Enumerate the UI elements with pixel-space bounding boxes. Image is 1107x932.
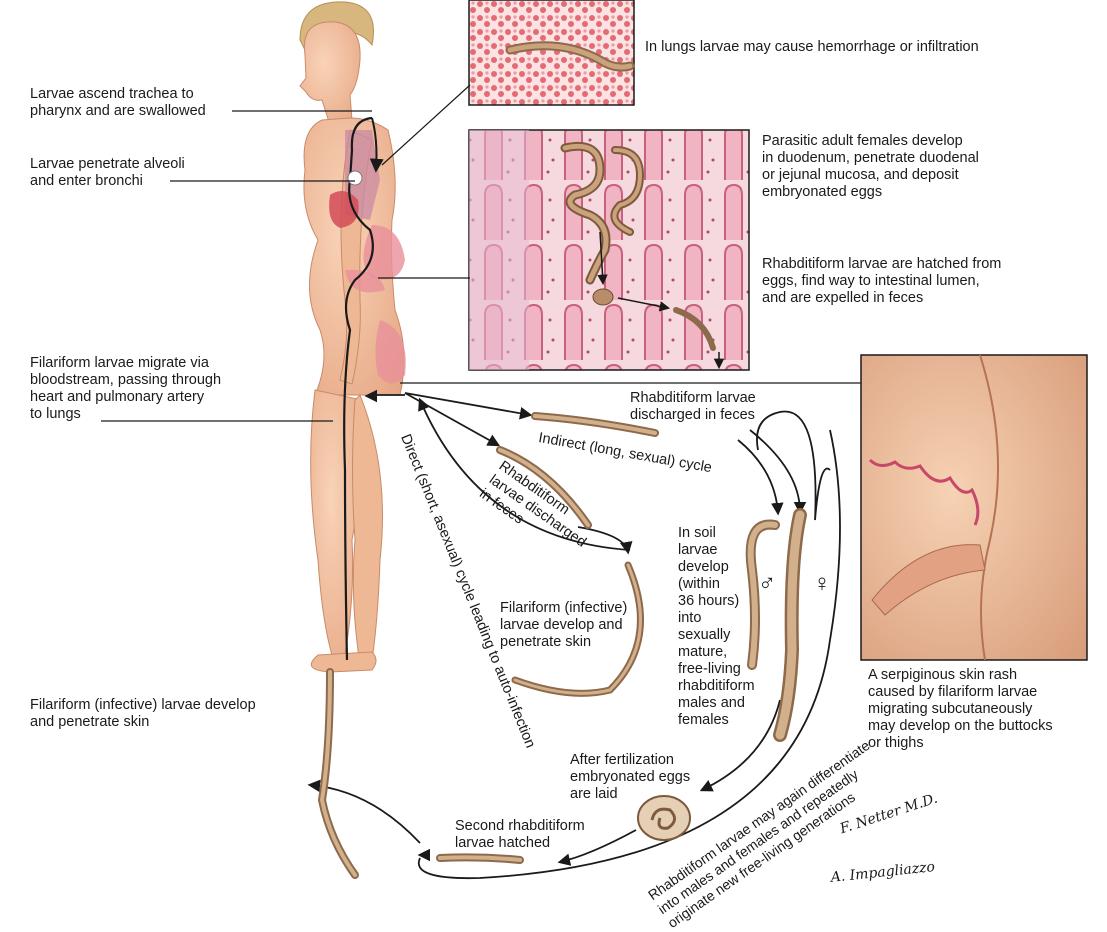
label-discharged-top: Rhabditiform larvae discharged in feces: [630, 390, 756, 423]
label-adult-females: Parasitic adult females develop in duode…: [762, 133, 979, 200]
illustration-layer: [101, 0, 1088, 880]
label-rhabditiform-hatched: Rhabditiform larvae are hatched from egg…: [762, 256, 1002, 306]
label-alveoli: Larvae penetrate alveoli and enter bronc…: [30, 156, 185, 189]
label-in-soil: In soil larvae develop (within 36 hours)…: [678, 525, 755, 728]
female-symbol: ♀: [813, 570, 831, 597]
lungs-inset: [468, 0, 635, 106]
strongyloides-life-cycle-diagram: Larvae ascend trachea to pharynx and are…: [30, 0, 1088, 931]
skin-rash-inset: [860, 354, 1088, 661]
label-skin-rash: A serpiginous skin rash caused by filari…: [868, 667, 1053, 751]
label-lungs-inset: In lungs larvae may cause hemorrhage or …: [645, 39, 979, 55]
label-trachea: Larvae ascend trachea to pharynx and are…: [30, 86, 206, 119]
label-second-hatched: Second rhabditiform larvae hatched: [455, 818, 585, 851]
label-after-fertilization: After fertilization embryonated eggs are…: [570, 752, 691, 802]
larvae: [317, 412, 807, 879]
label-filariform-center: Filariform (infective) larvae develop an…: [500, 600, 628, 650]
label-filariform-skin-left: Filariform (infective) larvae develop an…: [30, 697, 256, 730]
label-filariform-migrate: Filariform larvae migrate via bloodstrea…: [30, 355, 222, 422]
leader-lines: [101, 84, 861, 422]
human-figure: [299, 1, 406, 673]
intestine-inset: [468, 129, 750, 371]
male-symbol: ♂: [758, 570, 776, 597]
egg: [637, 795, 691, 841]
